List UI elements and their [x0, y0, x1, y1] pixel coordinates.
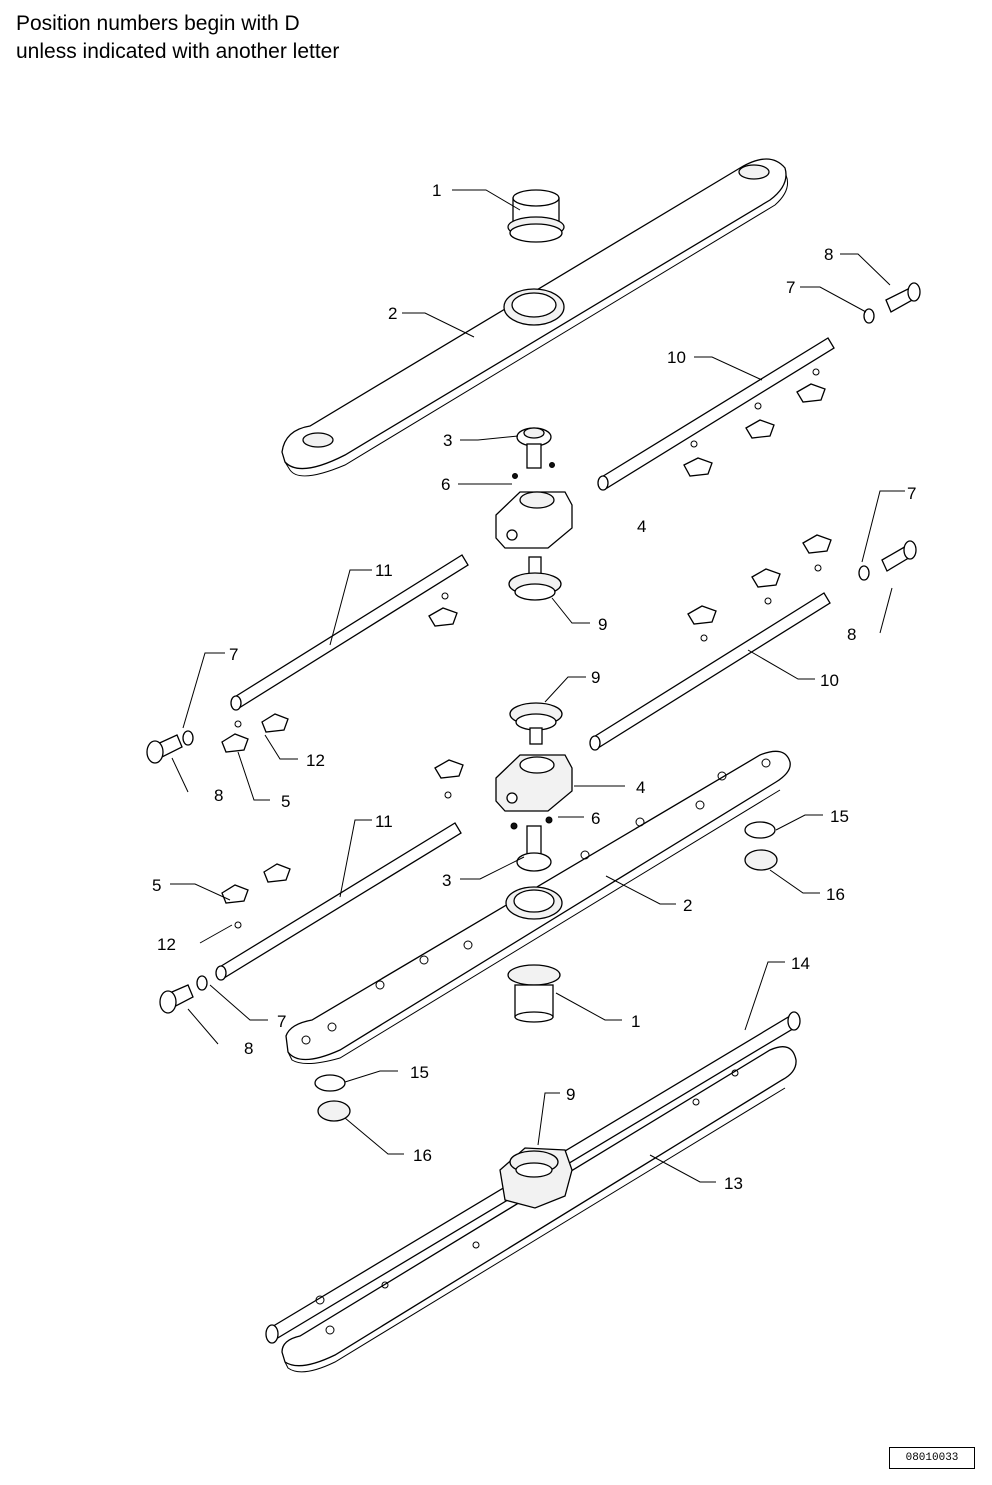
connector-knob-upper [508, 556, 562, 601]
callout-3-upper: 3 [443, 431, 452, 450]
callout-12-upper: 12 [306, 751, 325, 770]
callout-7-lower-left: 7 [277, 1012, 286, 1031]
callout-10-upper: 10 [667, 348, 686, 367]
end-cap-upper-right [863, 282, 921, 324]
spray-tube-middle-right [589, 534, 832, 751]
seal-ring-right [744, 821, 776, 839]
callout-15-left: 15 [410, 1063, 429, 1082]
header-line-2: unless indicated with another letter [16, 40, 340, 63]
callout-12-lower: 12 [157, 935, 176, 954]
callout-1-lower: 1 [631, 1012, 640, 1031]
callout-9-middle: 9 [591, 668, 600, 687]
screw-lower-left [510, 822, 518, 830]
callout-8-right: 8 [847, 625, 856, 644]
end-cap-middle-left [146, 730, 194, 764]
bearing-pin-lower [516, 825, 552, 872]
callout-9-upper: 9 [598, 615, 607, 634]
callout-8-lower-left: 8 [244, 1039, 253, 1058]
clip-a [434, 759, 464, 779]
upper-spray-arm [281, 158, 789, 477]
callout-2-upper: 2 [388, 304, 397, 323]
spray-tube-lower-left [215, 822, 462, 981]
callout-11-lower: 11 [375, 812, 393, 831]
plug-right [744, 849, 778, 871]
callout-16-right: 16 [826, 885, 845, 904]
hub-block-upper [495, 491, 573, 549]
callout-8-left: 8 [214, 786, 223, 805]
callout-6-lower: 6 [591, 809, 600, 828]
callout-10-lower: 10 [820, 671, 839, 690]
plug-left [317, 1100, 351, 1122]
lower-spray-arm-assembly [265, 1011, 801, 1373]
callout-5-lower: 5 [152, 876, 161, 895]
spray-tube-middle-left [221, 554, 469, 753]
callout-4-upper: 4 [637, 517, 646, 536]
spray-tube-upper-right [597, 337, 835, 491]
callout-6-upper: 6 [441, 475, 450, 494]
callout-9-lower: 9 [566, 1085, 575, 1104]
callout-7-left: 7 [229, 645, 238, 664]
callout-4-lower: 4 [636, 778, 645, 797]
leader-lines [170, 189, 905, 1183]
callout-5-upper: 5 [281, 792, 290, 811]
middle-spray-arm [285, 750, 791, 1064]
drawing-reference-number: 08010033 [889, 1447, 975, 1469]
callout-3-lower: 3 [442, 871, 451, 890]
header-note: Position numbers begin with D unless ind… [16, 10, 339, 66]
hub-nut-lower [507, 964, 561, 1023]
callout-15-right: 15 [830, 807, 849, 826]
callout-13: 13 [724, 1174, 743, 1193]
bearing-pin-upper [512, 427, 555, 479]
hub-nut-upper [507, 189, 565, 243]
screw-lower-right [545, 816, 553, 824]
end-cap-lower-left [159, 975, 208, 1014]
end-cap-middle-right [858, 540, 917, 581]
callout-11-upper: 11 [375, 561, 393, 580]
callout-7-right: 7 [907, 484, 916, 503]
callout-16-left: 16 [413, 1146, 432, 1165]
callout-1-upper: 1 [432, 181, 441, 200]
hub-block-lower [495, 754, 573, 812]
clip-a-hole [444, 791, 452, 799]
callout-labels: 1 2 3 6 4 8 7 10 7 8 11 9 7 8 12 5 10 9 … [152, 181, 916, 1193]
callout-2-lower: 2 [683, 896, 692, 915]
header-line-1: Position numbers begin with D [16, 12, 300, 35]
callout-8-upper: 8 [824, 245, 833, 264]
callout-7-upper: 7 [786, 278, 795, 297]
callout-14: 14 [791, 954, 810, 973]
seal-ring-left [314, 1074, 346, 1092]
connector-knob-middle [509, 702, 563, 745]
